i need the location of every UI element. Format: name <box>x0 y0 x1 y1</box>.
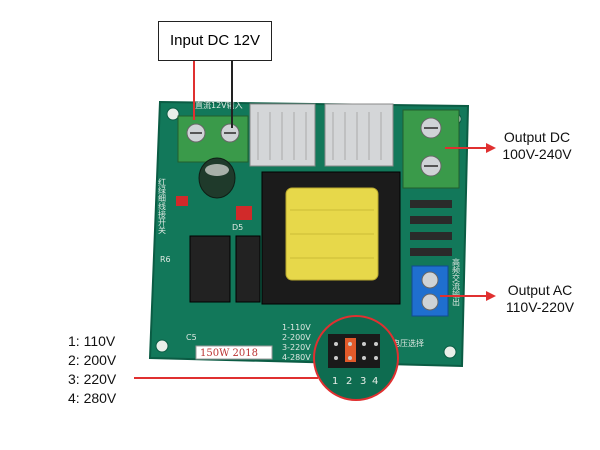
voltage-option-2: 2: 200V <box>68 352 117 368</box>
callout-lines <box>134 60 496 379</box>
side-text-left: 红绿细线接开关 <box>158 177 167 235</box>
voltage-options-list: 1: 110V 2: 200V 3: 220V 4: 280V <box>68 332 116 408</box>
input-terminal <box>177 115 249 163</box>
output-dc-title: Output DC <box>503 129 571 145</box>
output-ac-callout: Output AC 110V-220V <box>497 282 583 316</box>
output-dc-callout: Output DC 100V-240V <box>497 129 577 163</box>
pin-number-2: 2 <box>346 376 352 387</box>
jumper-cap <box>345 338 356 362</box>
led <box>176 196 188 206</box>
output-dc-arrowhead <box>486 143 496 153</box>
selector-legend-1: 1-110V <box>282 323 311 332</box>
input-dc-callout: Input DC 12V <box>158 21 272 61</box>
diodes <box>410 200 452 256</box>
input-silk-label: 直流12V输入 <box>195 100 243 110</box>
selector-legend-4: 4-280V <box>282 353 311 362</box>
selector-legend-2: 2-200V <box>282 333 311 342</box>
pin-number-1: 1 <box>332 376 338 387</box>
output-ac-terminal <box>411 265 449 317</box>
model-label: 150W 2018 <box>200 348 258 359</box>
r6-label: R6 <box>160 255 171 264</box>
heatsink-right <box>324 103 394 167</box>
input-dc-label: Input DC 12V <box>169 32 261 49</box>
voltage-option-4: 4: 280V <box>68 390 117 406</box>
ic-chips <box>189 235 261 303</box>
heatsink-left <box>249 103 316 167</box>
red-jumper <box>236 206 252 220</box>
side-text-right: 高频交流输出 <box>452 257 461 307</box>
c5-label: C5 <box>186 333 197 342</box>
voltage-option-3: 3: 220V <box>68 371 117 387</box>
d5-label: D5 <box>232 223 243 232</box>
model-label-box <box>195 345 273 360</box>
selector-legend-3: 3-220V <box>282 343 311 352</box>
electrolytic-capacitor <box>198 157 236 199</box>
output-ac-range: 110V-220V <box>505 299 575 315</box>
output-dc-range: 100V-240V <box>502 146 572 162</box>
output-ac-arrowhead <box>486 291 496 301</box>
pin-number-3: 3 <box>360 376 366 387</box>
jumper-zoom: 1 2 3 4 <box>313 315 399 401</box>
transformer <box>261 171 401 305</box>
output-ac-title: Output AC <box>507 282 573 298</box>
pin-number-4: 4 <box>372 376 378 387</box>
selector-title: 电压选择 <box>392 338 424 348</box>
voltage-option-1: 1: 110V <box>68 333 116 349</box>
